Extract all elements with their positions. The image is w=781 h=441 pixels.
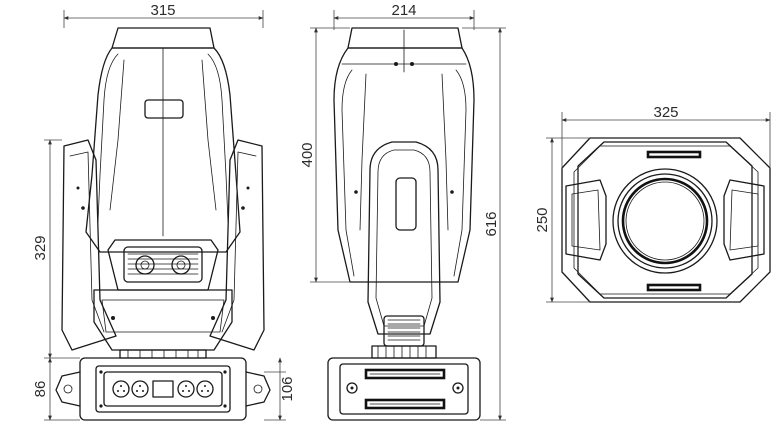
neck-vents — [383, 315, 425, 347]
front-base-height-label: 86 — [32, 381, 49, 398]
side-width-label: 214 — [391, 2, 416, 19]
top-depth-label: 250 — [534, 207, 551, 232]
front-height-label: 329 — [32, 235, 49, 260]
top-view — [561, 137, 771, 303]
top-dimensions: 325 250 — [534, 104, 771, 303]
front-dimensions: 315 329 86 106 — [32, 2, 296, 421]
total-height-label: 616 — [483, 211, 500, 236]
base-connectors — [103, 371, 223, 407]
front-view — [55, 27, 271, 421]
base-height-label: 106 — [279, 376, 296, 401]
top-width-label: 325 — [653, 104, 678, 121]
side-head-height-label: 400 — [299, 142, 316, 167]
front-width-label: 315 — [150, 2, 175, 19]
lens-array — [127, 253, 199, 275]
side-dimensions: 214 400 616 — [299, 2, 506, 421]
side-view — [327, 27, 481, 421]
